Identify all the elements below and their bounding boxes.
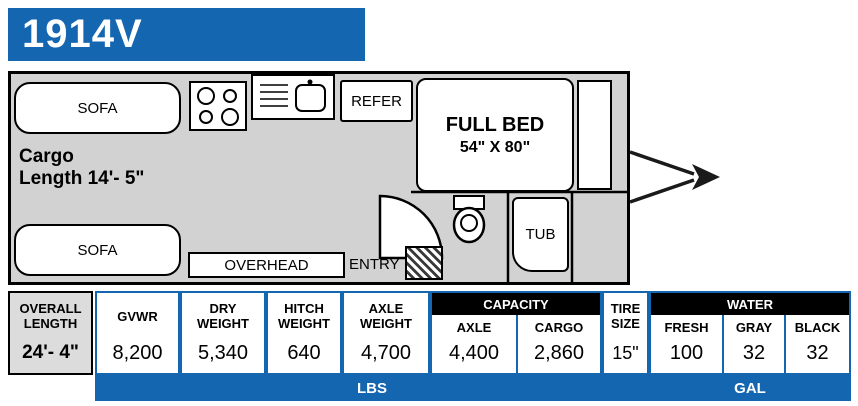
capacity-cargo-label: CARGO [534,319,584,335]
water-gray-value: 32 [742,341,766,364]
capacity-axle-label: AXLE [456,319,492,335]
overhead-cabinet: OVERHEAD [188,252,345,278]
full-bed: FULL BED 54" X 80" [416,78,574,192]
spec-capacity-group: CAPACITY AXLE 4,400 CARGO 2,860 [430,291,602,375]
overall-length-label: OVERALL LENGTH [19,301,82,331]
entry-step [405,246,443,280]
dry-weight-label: DRY WEIGHT [197,301,249,331]
cargo-length-note: Cargo Length 14'- 5" [19,146,144,191]
water-gray-label: GRAY [735,319,773,335]
spec-water-group: WATER FRESH 100 GRAY 32 BLACK 32 [649,291,851,375]
water-header: WATER [651,293,849,315]
water-fresh-value: 100 [669,341,704,364]
gvwr-value: 8,200 [112,341,163,364]
model-banner: 1914V [8,8,365,61]
spec-capacity-axle: AXLE 4,400 [432,315,516,373]
capacity-axle-value: 4,400 [448,341,500,364]
spec-overall-length: OVERALL LENGTH 24'- 4" [8,291,93,375]
tire-size-value: 15" [612,342,639,363]
bathtub-label: TUB [525,226,556,243]
entry-label: ENTRY [349,256,400,273]
spec-dry-weight: DRY WEIGHT 5,340 [180,291,266,375]
trailer-hitch-icon [629,150,720,204]
stove-icon [189,81,247,131]
spec-water-gray: GRAY 32 [722,315,784,373]
axle-weight-label: AXLE WEIGHT [360,301,412,331]
overall-length-value: 24'- 4" [22,342,79,363]
bed-label: FULL BED [445,113,545,136]
spec-gvwr: GVWR 8,200 [95,291,180,375]
capacity-header: CAPACITY [432,293,600,315]
hitch-weight-value: 640 [287,341,321,364]
lbs-units-bar: LBS [95,375,649,401]
spec-water-fresh: FRESH 100 [651,315,722,373]
cargo-line1: Cargo [19,146,74,167]
cargo-line2: Length 14'- 5" [19,168,145,190]
tire-size-label: TIRE SIZE [610,301,641,331]
wardrobe [577,80,612,190]
floorplan: SOFA REFER FULL BED [8,71,630,285]
spec-hitch-weight: HITCH WEIGHT 640 [266,291,342,375]
water-fresh-label: FRESH [664,319,709,335]
sink-icon [260,79,326,112]
water-black-label: BLACK [794,319,841,335]
bed-size-label: 54" X 80" [459,138,531,156]
model-name: 1914V [22,12,143,56]
bathtub: TUB [512,197,569,272]
sofa-rear-label: SOFA [77,241,118,259]
sofa-front: SOFA [14,82,181,134]
stove-burners-icon [197,87,239,126]
overhead-label: OVERHEAD [224,256,309,274]
gvwr-label: GVWR [117,308,158,324]
refrigerator: REFER [340,80,413,122]
spec-capacity-cargo: CARGO 2,860 [516,315,600,373]
spec-axle-weight: AXLE WEIGHT 4,700 [342,291,430,375]
sofa-front-label: SOFA [77,99,118,117]
gal-units-bar: GAL [649,375,851,401]
refrigerator-label: REFER [351,92,402,110]
capacity-cargo-value: 2,860 [533,341,585,364]
axle-weight-value: 4,700 [360,341,412,364]
water-black-value: 32 [806,341,829,364]
spec-tire-size: TIRE SIZE 15" [602,291,649,375]
toilet-icon [452,195,486,244]
sofa-rear: SOFA [14,224,181,276]
dry-weight-value: 5,340 [197,341,249,364]
hitch-weight-label: HITCH WEIGHT [278,301,330,331]
spec-water-black: BLACK 32 [784,315,849,373]
kitchen-sink [251,74,335,120]
